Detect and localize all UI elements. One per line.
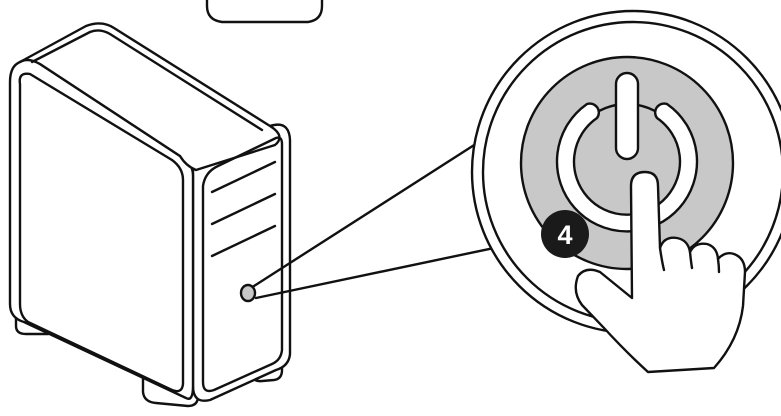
drive-bay-line-2 [210, 192, 277, 226]
callout-line-upper [252, 138, 484, 288]
step-number: 4 [557, 220, 572, 250]
hand-finger-crease-3 [716, 257, 721, 274]
desktop-tower-icon [8, 22, 292, 408]
power-symbol-line [614, 71, 640, 161]
tower-side-face [191, 123, 292, 402]
callout-line-lower [254, 242, 515, 300]
monitor-base-edge [205, 0, 324, 24]
step-badge: 4 [541, 210, 589, 258]
step-badge-circle [541, 210, 589, 258]
drive-bay-line-1 [210, 160, 277, 194]
tower-power-button [239, 283, 257, 303]
tower-front-panel [18, 72, 185, 393]
zoom-callout [470, 9, 781, 374]
callout-connector [252, 138, 515, 300]
tower-top-bevel [30, 29, 264, 132]
drive-bay-line-3 [210, 224, 277, 258]
tower-side-bezel [201, 136, 284, 393]
power-symbol-arc [555, 102, 699, 233]
hand-finger-crease-1 [658, 246, 666, 272]
hand-finger-crease-2 [688, 250, 694, 270]
